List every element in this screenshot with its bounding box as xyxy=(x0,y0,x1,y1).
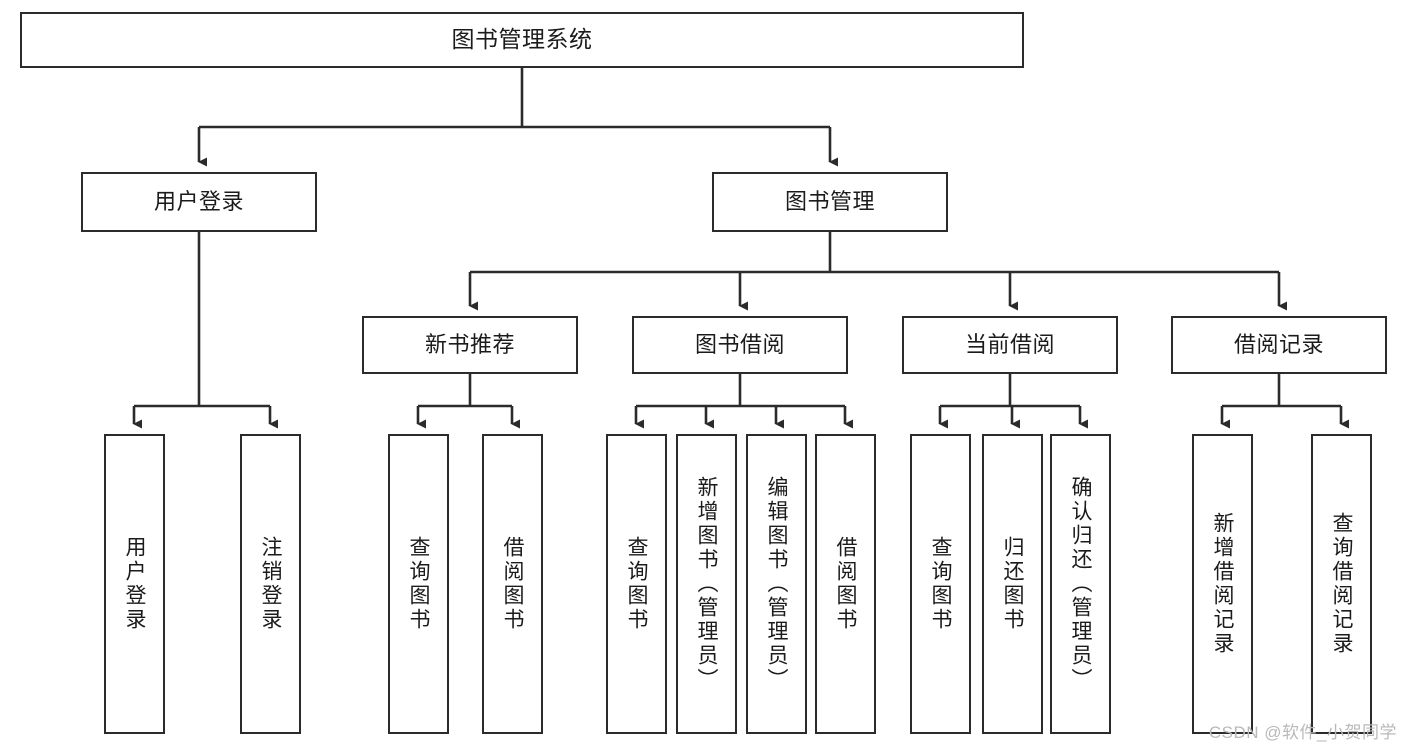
node-label: 新增借阅记录 xyxy=(1211,512,1234,656)
leaf-node-logout[interactable]: 注销登录 xyxy=(240,434,301,734)
node-label: 借阅图书 xyxy=(834,536,857,632)
node-label: 归还图书 xyxy=(1001,536,1024,632)
node-label: 查询借阅记录 xyxy=(1330,512,1353,656)
node-label: 借阅图书 xyxy=(501,536,524,632)
node-new-book-recommend[interactable]: 新书推荐 xyxy=(362,316,578,374)
node-label: 新增图书（管理员） xyxy=(695,476,718,692)
node-book-management[interactable]: 图书管理 xyxy=(712,172,948,232)
node-label: 借阅记录 xyxy=(1233,331,1324,357)
node-label: 编辑图书（管理员） xyxy=(765,476,788,692)
node-label: 当前借阅 xyxy=(964,331,1055,357)
leaf-node-query-book-current[interactable]: 查询图书 xyxy=(910,434,971,734)
node-label: 新书推荐 xyxy=(424,331,515,357)
node-label: 图书管理系统 xyxy=(451,26,593,53)
leaf-node-user-login[interactable]: 用户登录 xyxy=(104,434,165,734)
node-user-login[interactable]: 用户登录 xyxy=(81,172,317,232)
node-book-borrow[interactable]: 图书借阅 xyxy=(632,316,848,374)
csdn-watermark: CSDN @软件_小贺同学 xyxy=(1208,723,1397,742)
leaf-node-confirm-return-admin[interactable]: 确认归还（管理员） xyxy=(1050,434,1111,734)
leaf-node-return-book[interactable]: 归还图书 xyxy=(982,434,1043,734)
leaf-node-query-borrow-record[interactable]: 查询借阅记录 xyxy=(1311,434,1372,734)
node-label: 用户登录 xyxy=(123,536,146,632)
node-label: 查询图书 xyxy=(625,536,648,632)
node-current-borrow[interactable]: 当前借阅 xyxy=(902,316,1118,374)
node-label: 确认归还（管理员） xyxy=(1069,476,1092,692)
node-label: 查询图书 xyxy=(407,536,430,632)
node-label: 图书管理 xyxy=(784,188,875,214)
leaf-node-borrow-book-newbook[interactable]: 借阅图书 xyxy=(482,434,543,734)
node-label: 用户登录 xyxy=(153,188,244,214)
node-root-system[interactable]: 图书管理系统 xyxy=(20,12,1024,68)
node-label: 图书借阅 xyxy=(694,331,785,357)
leaf-node-add-borrow-record[interactable]: 新增借阅记录 xyxy=(1192,434,1253,734)
leaf-node-edit-book-admin[interactable]: 编辑图书（管理员） xyxy=(746,434,807,734)
leaf-node-query-book-newbook[interactable]: 查询图书 xyxy=(388,434,449,734)
leaf-node-add-book-admin[interactable]: 新增图书（管理员） xyxy=(676,434,737,734)
leaf-node-query-book-borrow[interactable]: 查询图书 xyxy=(606,434,667,734)
leaf-node-borrow-book[interactable]: 借阅图书 xyxy=(815,434,876,734)
node-label: 注销登录 xyxy=(259,536,282,632)
node-borrow-records[interactable]: 借阅记录 xyxy=(1171,316,1387,374)
node-label: 查询图书 xyxy=(929,536,952,632)
